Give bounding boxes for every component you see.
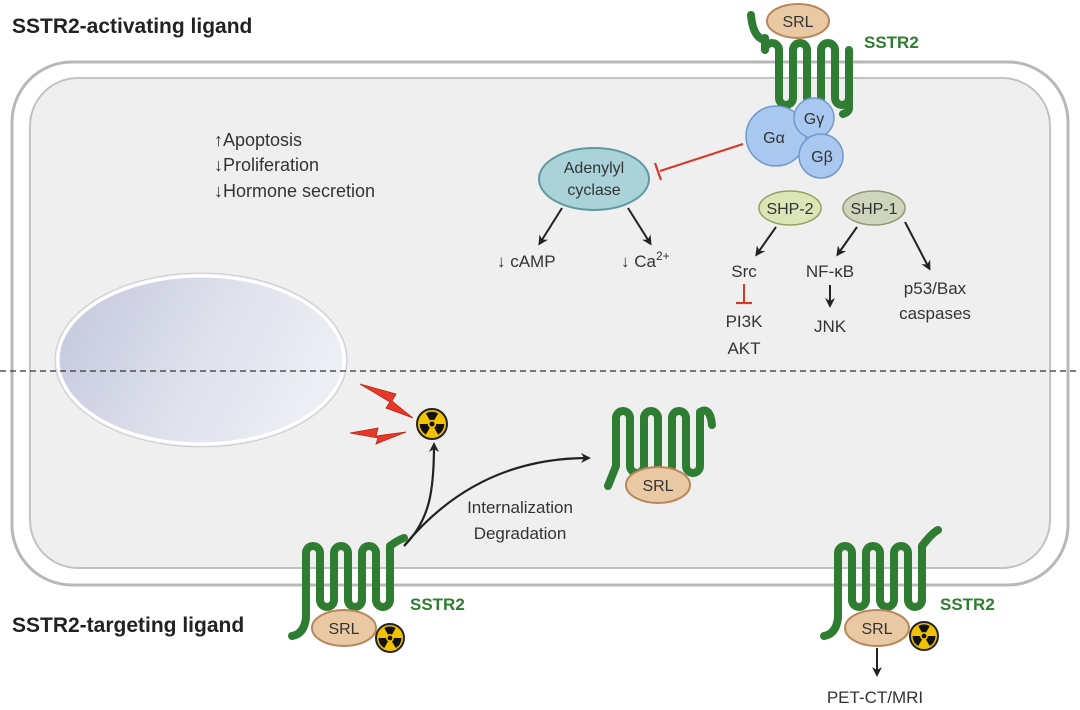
- src-label: Src: [731, 262, 757, 281]
- radiation-icon-ligand-right: [909, 621, 939, 651]
- radiation-icon-blade: [391, 638, 402, 648]
- sstr2-label-top: SSTR2: [864, 33, 919, 52]
- arrow-shp2-src: [755, 226, 777, 257]
- internalized-receptor-group: SRL: [604, 406, 716, 504]
- akt-label: AKT: [727, 339, 760, 358]
- srl-label-top: SRL: [782, 14, 813, 31]
- arrow-ac-camp: [538, 207, 563, 246]
- sstr2-label-bottom-left: SSTR2: [410, 595, 465, 614]
- title-targeting: SSTR2-targeting ligand: [12, 614, 244, 637]
- caspases-label: caspases: [899, 304, 971, 323]
- effect-hormone-secretion: ↓Hormone secretion: [214, 181, 375, 201]
- radiation-icon-blade: [918, 624, 930, 633]
- ca-label: ↓ Ca2+: [621, 249, 670, 271]
- degradation-label: Degradation: [474, 524, 567, 543]
- radiation-icon-center: [921, 633, 927, 639]
- srl-label-internalized: SRL: [642, 478, 673, 495]
- srl-label-bottom-right: SRL: [861, 621, 892, 638]
- effect-proliferation: ↓Proliferation: [214, 155, 319, 175]
- jnk-label: JNK: [814, 317, 847, 336]
- p53-label: p53/Bax: [904, 279, 967, 298]
- bottom-right-receptor-group: SRL SSTR2: [820, 526, 995, 647]
- srl-ligand-top: [766, 3, 830, 39]
- nucleus: [56, 274, 346, 446]
- radiation-icon-blade: [425, 411, 439, 421]
- g-beta-label: Gβ: [811, 149, 833, 166]
- title-activating: SSTR2-activating ligand: [12, 15, 252, 38]
- camp-label: ↓ cAMP: [497, 252, 556, 271]
- inhibit-ac-bar: [653, 162, 663, 181]
- top-receptor-group: SRL SSTR2: [747, 3, 919, 118]
- sstr2-receptor-top: [747, 11, 853, 118]
- srl-label-bottom-left: SRL: [328, 621, 359, 638]
- ca-base: ↓ Ca: [621, 252, 657, 271]
- ac-label-line1: Adenylyl: [564, 160, 624, 177]
- ac-label-line2: cyclase: [567, 182, 620, 199]
- imaging-label: PET-CT/MRI: [827, 688, 923, 707]
- arrow-shp1-nfkb: [836, 226, 858, 257]
- adenylyl-cyclase: [538, 147, 650, 211]
- radiation-icon-center: [387, 635, 393, 641]
- srl-ligand-internalized: [625, 466, 691, 504]
- radiation-icon-center: [429, 421, 435, 427]
- shp2-label: SHP-2: [766, 201, 813, 218]
- pi3k-label: PI3K: [726, 312, 764, 331]
- internalization-label: Internalization: [467, 498, 573, 517]
- shp1-label: SHP-1: [850, 201, 897, 218]
- radiation-damage-bolt-2: [349, 427, 407, 445]
- sstr2-receptor-bottom-right: [820, 526, 942, 640]
- radiation-damage-bolt-1: [359, 383, 414, 419]
- bottom-left-receptor-group: SRL SSTR2: [288, 534, 465, 647]
- inhibit-ac-line: [659, 143, 744, 172]
- g-gamma-label: Gγ: [804, 111, 824, 128]
- radiation-icon-intracellular: [416, 408, 448, 440]
- arrow-shp1-p53: [904, 221, 931, 271]
- radiation-icon-blade: [434, 424, 445, 435]
- g-beta: [798, 133, 844, 179]
- arrow-ac-ca: [627, 207, 652, 246]
- radiation-icon-blade: [419, 424, 430, 435]
- arrow-to-internalized-receptor: [403, 453, 591, 547]
- srl-ligand-bottom-right: [844, 609, 910, 647]
- radiation-icon-blade: [925, 636, 936, 646]
- nfkb-label: NF-κB: [806, 262, 854, 281]
- shp2-node: [758, 190, 822, 226]
- radiation-icon-blade: [384, 626, 396, 635]
- srl-ligand-bottom-left: [311, 609, 377, 647]
- effect-apoptosis: ↑Apoptosis: [214, 130, 302, 150]
- shp1-node: [842, 190, 906, 226]
- radiation-icon-blade: [912, 636, 923, 646]
- radiation-icon-ligand-left: [375, 623, 405, 653]
- ca-superscript: 2+: [656, 249, 670, 263]
- sstr2-label-bottom-right: SSTR2: [940, 595, 995, 614]
- g-protein-complex: Gα Gγ Gβ: [745, 97, 844, 179]
- sstr2-receptor-bottom-left: [288, 534, 408, 640]
- nucleus-outline: [54, 272, 348, 448]
- radiation-icon-blade: [378, 638, 389, 648]
- g-alpha-label: Gα: [763, 130, 785, 147]
